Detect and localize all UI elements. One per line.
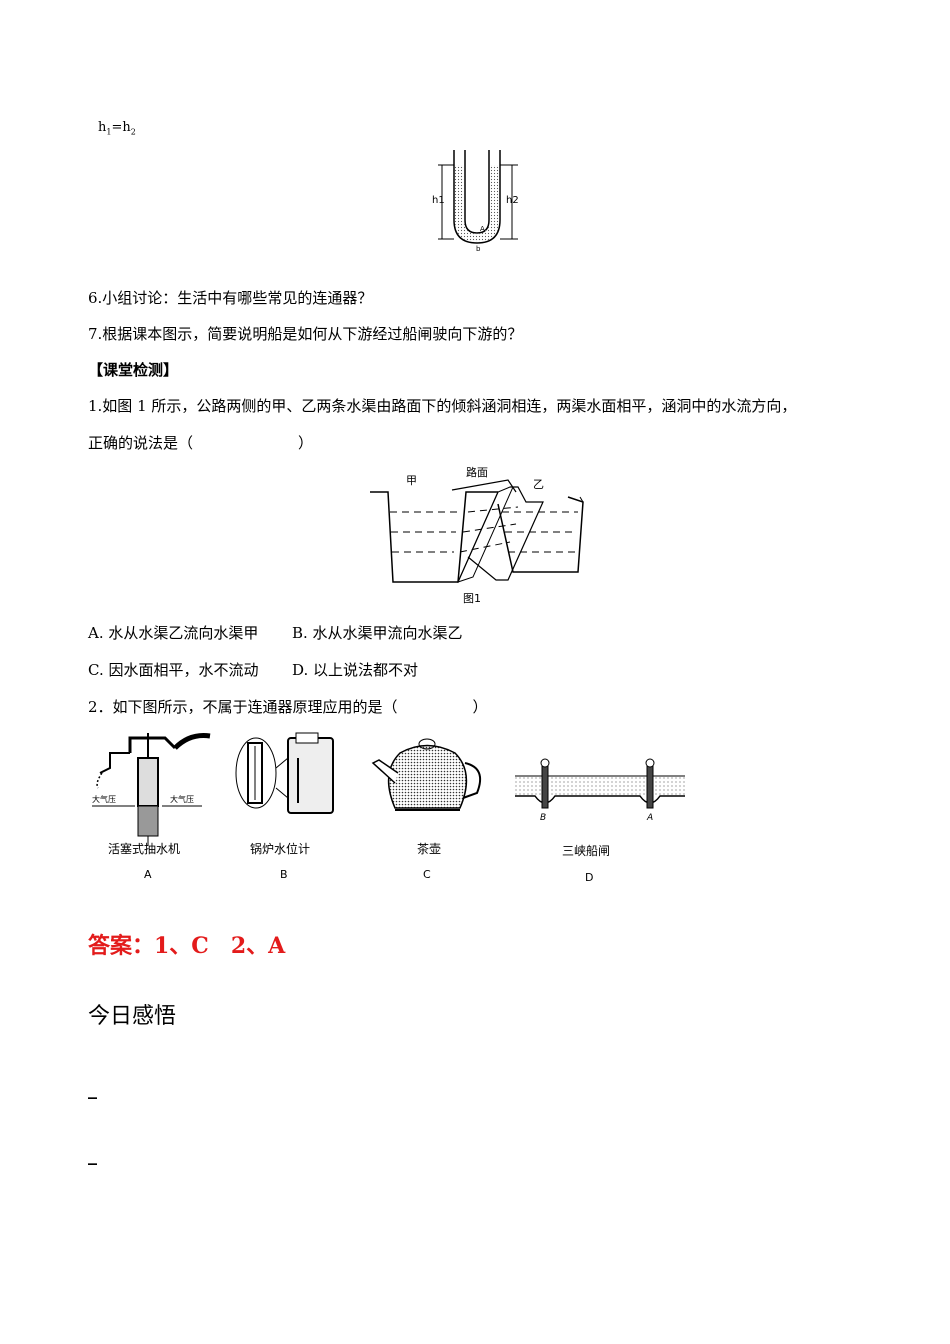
option-c: C. 因水面相平，水不流动	[88, 661, 259, 679]
question-6: 6.小组讨论：生活中有哪些常见的连通器？	[88, 289, 373, 307]
fig2a-note-right: 大气压	[170, 794, 194, 804]
fig2d-caption: 三峡船闸	[562, 844, 610, 858]
label-b: b	[476, 245, 481, 253]
question-7: 7.根据课本图示，简要说明船是如何从下游经过船闸驶向下游的？	[88, 325, 523, 343]
u-tube-figure: h1 h2 A b	[432, 150, 519, 253]
figure-2d-ship-lock: B A 三峡船闸 D	[515, 758, 685, 884]
option-b: B. 水从水渠甲流向水渠乙	[292, 624, 463, 642]
fig2a-letter: A	[144, 868, 152, 881]
label-a: A	[480, 225, 485, 233]
fig1-label-left: 甲	[406, 474, 417, 487]
label-h2: h2	[506, 195, 519, 206]
fig1-caption: 图1	[463, 592, 481, 605]
problem-1-line-1: 1.如图 1 所示，公路两侧的甲、乙两条水渠由路面下的倾斜涵洞相连，两渠水面相平…	[88, 397, 797, 415]
fig2d-gate-b: B	[540, 813, 546, 823]
fig1-label-road: 路面	[466, 466, 488, 479]
fig1-label-right: 乙	[533, 478, 544, 491]
fig2a-caption: 活塞式抽水机	[108, 841, 180, 856]
fig2d-gate-a: A	[646, 813, 653, 823]
answer: 答案：1、C 2、A	[88, 933, 286, 959]
fig2b-letter: B	[280, 868, 288, 881]
figure-2c-teapot: 茶壶 C	[371, 738, 481, 881]
blank-line-1: _	[88, 1079, 97, 1100]
fig2c-caption: 茶壶	[417, 841, 441, 856]
problem-1-line-2: 正确的说法是（ ）	[88, 434, 314, 452]
figure-2a-piston-pump: 大气压 大气压 活塞式抽水机 A	[92, 733, 211, 881]
fig2d-letter: D	[585, 871, 593, 884]
section-title: 【课堂检测】	[88, 361, 179, 379]
fig2c-letter: C	[423, 868, 431, 881]
blank-line-2: _	[88, 1145, 97, 1166]
formula-h1-eq-h2: h1=h2	[98, 120, 136, 137]
problem-2: 2．如下图所示，不属于连通器原理应用的是（ ）	[88, 698, 488, 716]
fig2b-caption: 锅炉水位计	[250, 841, 310, 856]
reflection-title: 今日感悟	[88, 1004, 177, 1029]
figure-2b-boiler-gauge: 锅炉水位计 B	[235, 732, 334, 881]
figure-1-culvert: 甲 路面 乙 图1	[370, 466, 584, 605]
option-a: A. 水从水渠乙流向水渠甲	[88, 624, 259, 642]
fig2a-note-left: 大气压	[92, 794, 116, 804]
label-h1: h1	[432, 195, 445, 206]
option-d: D. 以上说法都不对	[292, 661, 419, 679]
